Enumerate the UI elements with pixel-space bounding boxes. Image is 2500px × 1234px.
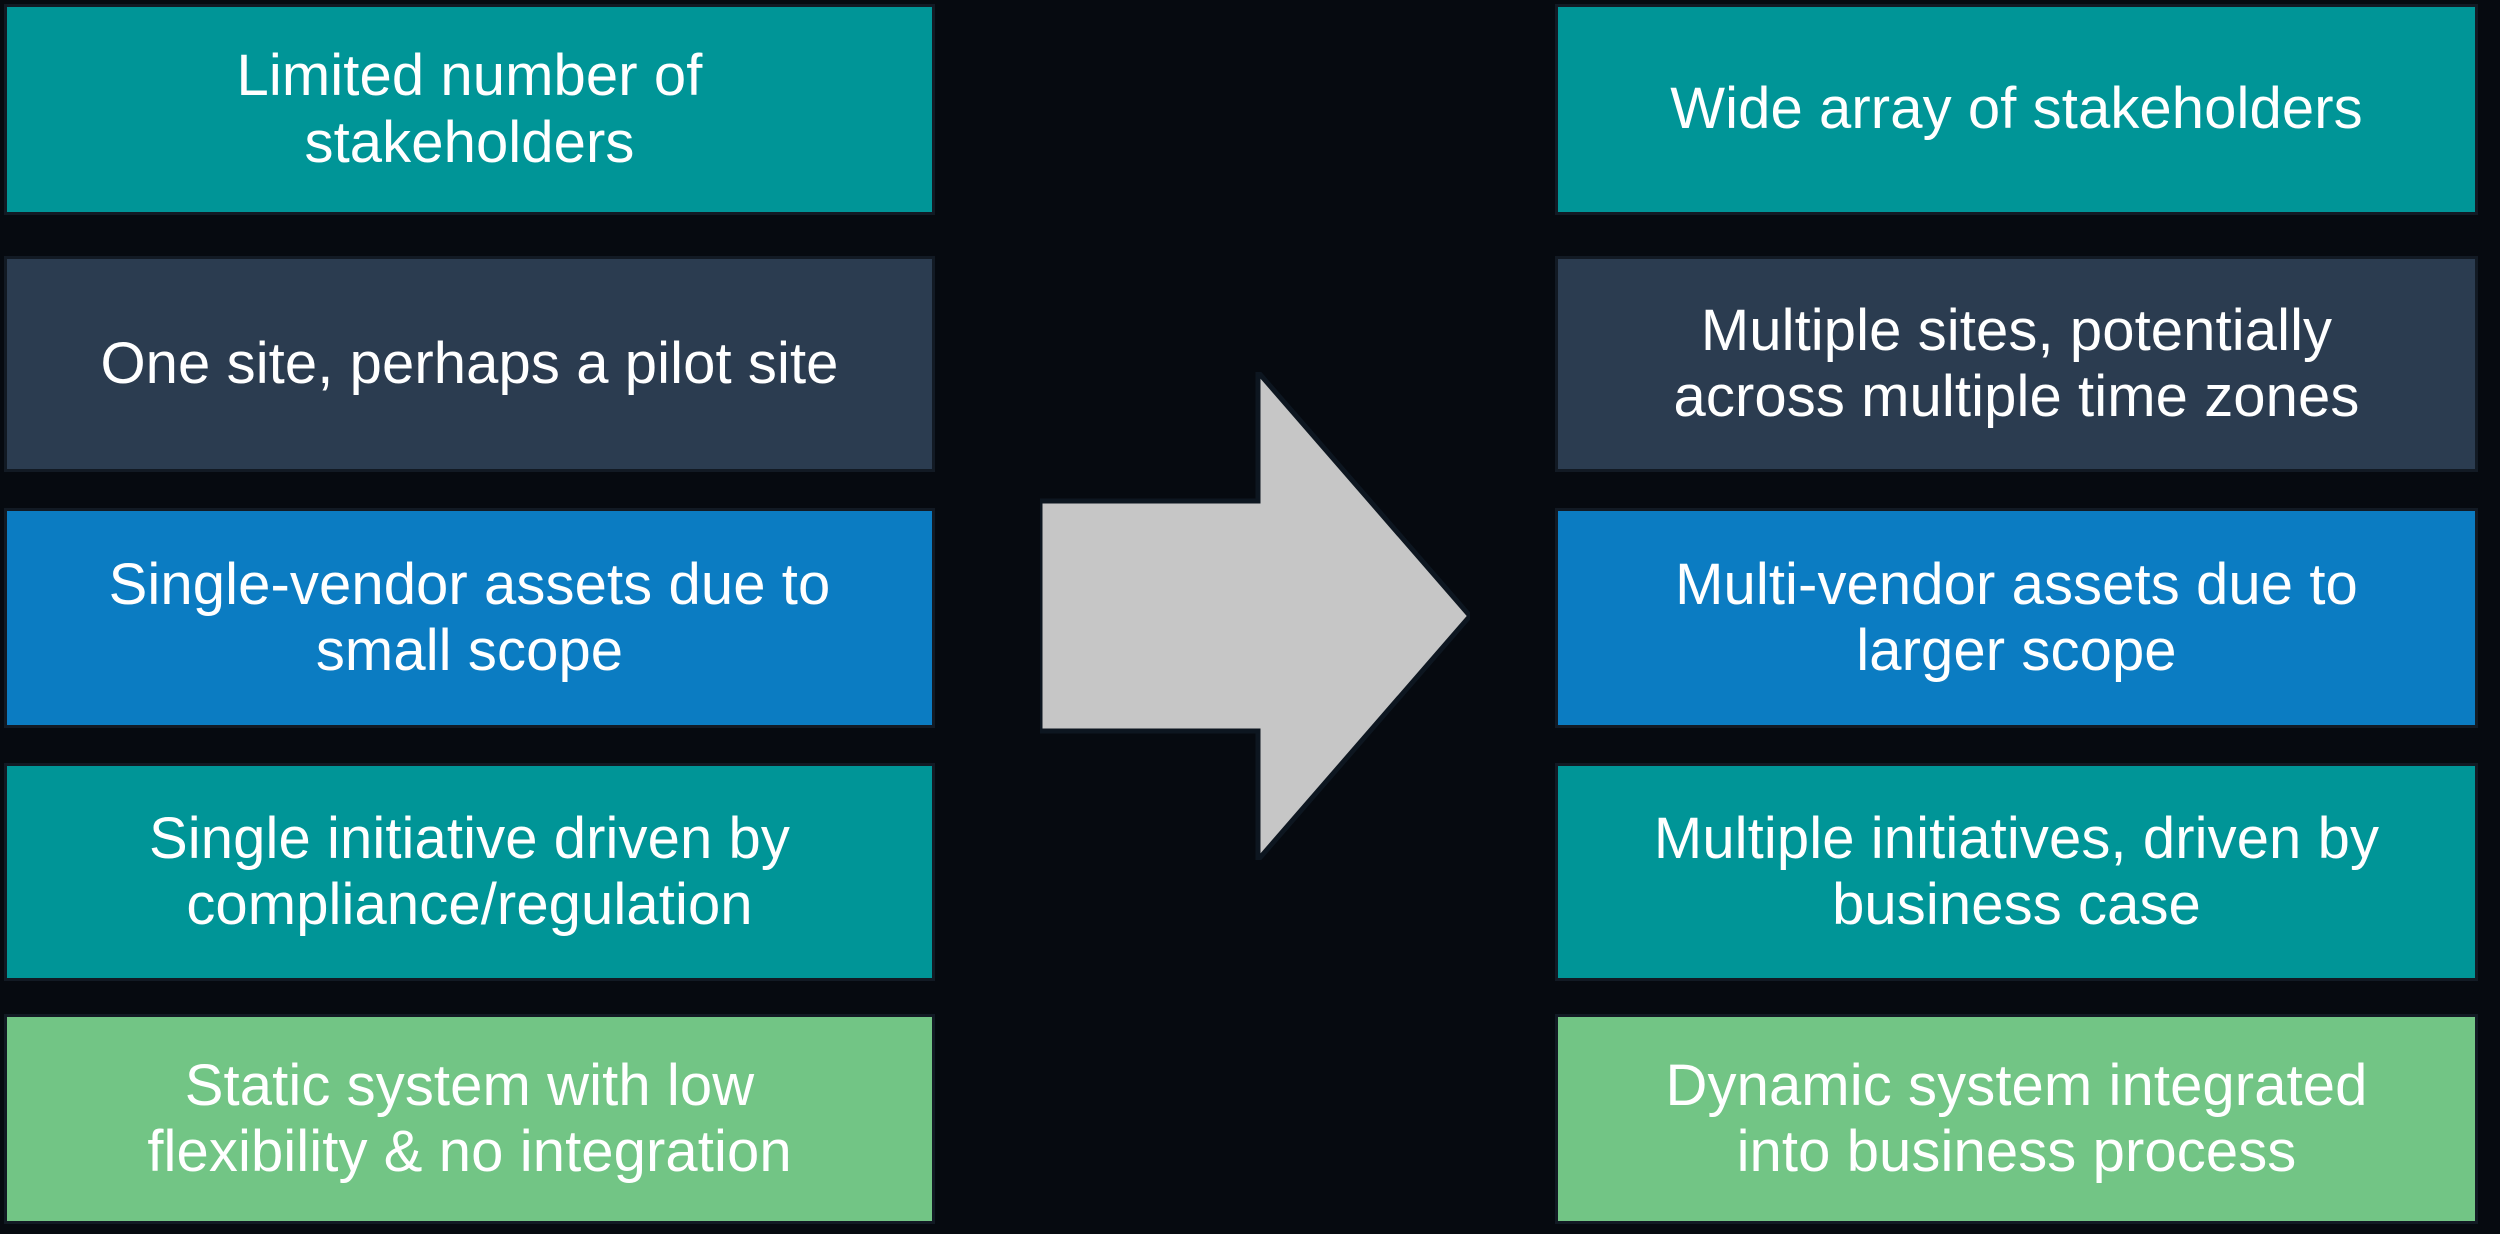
left-box-4[interactable]: Single initiative driven by compliance/r… xyxy=(4,763,935,981)
left-box-3-label: Single-vendor assets due to small scope xyxy=(108,551,831,683)
right-arrow-icon xyxy=(1040,372,1470,860)
right-box-5[interactable]: Dynamic system integrated into business … xyxy=(1555,1014,2478,1224)
right-arrow-shape xyxy=(1040,372,1470,860)
left-box-5[interactable]: Static system with low flexibility & no … xyxy=(4,1014,935,1224)
right-box-1-label: Wide array of stakeholders xyxy=(1670,76,2363,142)
right-box-4-label: Multiple initiatives, driven by business… xyxy=(1653,805,2380,937)
right-box-5-label: Dynamic system integrated into business … xyxy=(1665,1052,2368,1184)
left-box-3[interactable]: Single-vendor assets due to small scope xyxy=(4,508,935,728)
right-box-3-label: Multi-vendor assets due to larger scope xyxy=(1675,551,2358,683)
right-box-2[interactable]: Multiple sites, potentially across multi… xyxy=(1555,256,2478,472)
scaled-state-column: Wide array of stakeholders Multiple site… xyxy=(1555,0,2478,1234)
right-box-4[interactable]: Multiple initiatives, driven by business… xyxy=(1555,763,2478,981)
transition-arrow xyxy=(1040,372,1470,860)
right-box-1[interactable]: Wide array of stakeholders xyxy=(1555,4,2478,215)
pilot-state-column: Limited number of stakeholders One site,… xyxy=(4,0,935,1234)
left-box-1-label: Limited number of stakeholders xyxy=(236,43,703,175)
right-box-3[interactable]: Multi-vendor assets due to larger scope xyxy=(1555,508,2478,728)
left-box-2[interactable]: One site, perhaps a pilot site xyxy=(4,256,935,472)
right-box-2-label: Multiple sites, potentially across multi… xyxy=(1673,297,2360,429)
left-box-5-label: Static system with low flexibility & no … xyxy=(147,1052,792,1184)
left-box-4-label: Single initiative driven by compliance/r… xyxy=(148,805,791,937)
left-box-1[interactable]: Limited number of stakeholders xyxy=(4,4,935,215)
left-box-2-label: One site, perhaps a pilot site xyxy=(100,330,839,396)
